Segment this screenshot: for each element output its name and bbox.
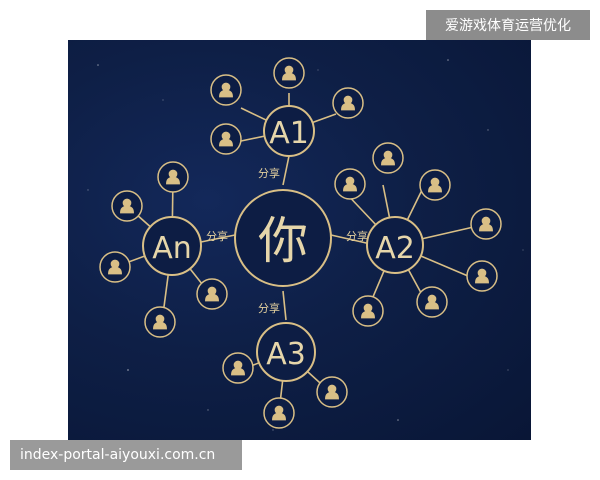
source-badge: 爱游戏体育运营优化 — [426, 10, 590, 40]
network-diagram-panel: 分享 分享 分享 分享 你 A1 A2 A3 An — [68, 40, 531, 440]
user-icon — [332, 87, 364, 119]
user-icon — [196, 278, 228, 310]
node-an: An — [142, 216, 202, 276]
user-icon — [157, 161, 189, 193]
node-a1: A1 — [263, 105, 315, 157]
star-field — [87, 59, 524, 431]
user-icon — [334, 168, 366, 200]
user-icon — [99, 251, 131, 283]
link-center-an — [200, 234, 236, 243]
link-center-a3 — [282, 290, 287, 321]
user-icon — [372, 142, 404, 174]
user-icon — [316, 376, 348, 408]
svg-text:An: An — [152, 231, 192, 266]
user-icon — [210, 74, 242, 106]
user-icon — [273, 57, 305, 89]
share-label-an: 分享 — [206, 229, 228, 243]
node-a2: A2 — [366, 216, 424, 274]
user-icon — [416, 286, 448, 318]
share-label-a3: 分享 — [258, 301, 280, 315]
user-icon — [222, 352, 254, 384]
url-badge: index-portal-aiyouxi.com.cn — [10, 440, 242, 470]
center-label: 你 — [258, 212, 308, 270]
user-icon — [466, 260, 498, 292]
svg-text:A2: A2 — [375, 231, 415, 266]
user-icon — [352, 295, 384, 327]
svg-text:A3: A3 — [266, 337, 306, 372]
user-icon — [263, 397, 295, 429]
share-label-a1: 分享 — [258, 166, 280, 180]
center-node: 你 — [234, 189, 332, 287]
share-label-a2: 分享 — [346, 229, 368, 243]
svg-text:A1: A1 — [269, 116, 309, 151]
user-icon — [419, 169, 451, 201]
user-icon — [144, 306, 176, 338]
user-icon — [111, 190, 143, 222]
link-center-a1 — [282, 155, 290, 186]
node-a3: A3 — [256, 322, 316, 382]
network-diagram: 分享 分享 分享 分享 你 A1 A2 A3 An — [87, 57, 524, 431]
user-icon — [470, 208, 502, 240]
user-icons — [99, 57, 502, 429]
user-icon — [210, 123, 242, 155]
share-labels: 分享 分享 分享 分享 — [206, 166, 368, 315]
